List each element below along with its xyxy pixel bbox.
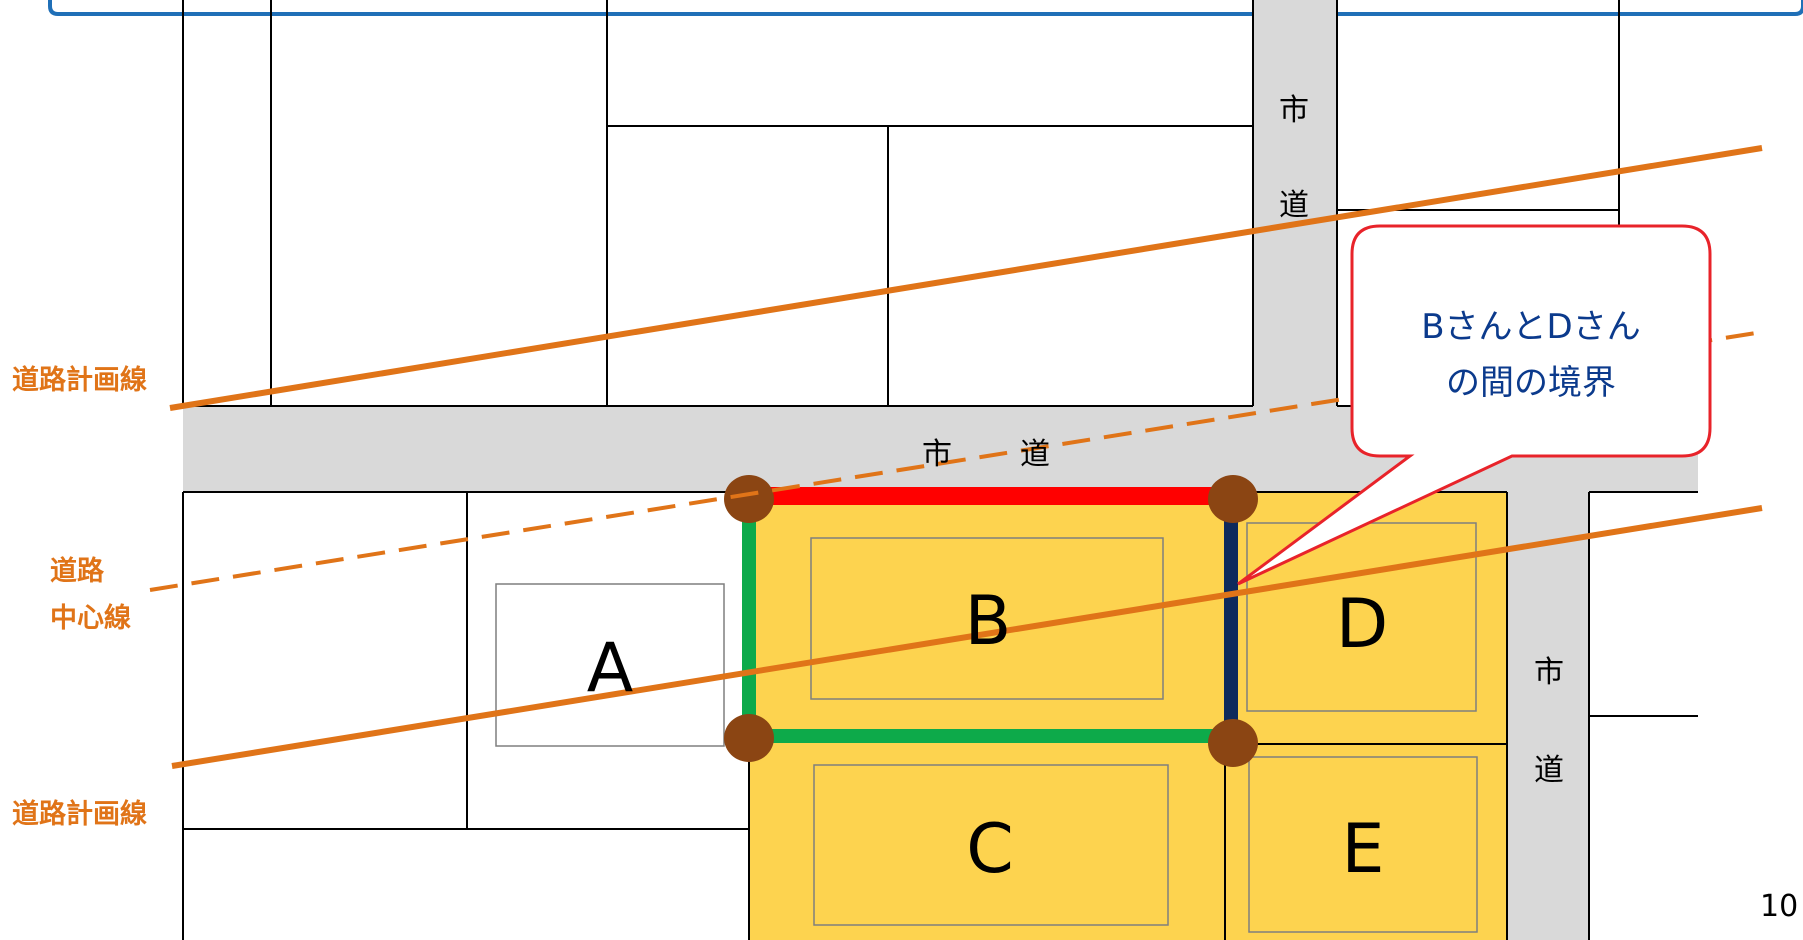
road-label-vertical-right-1: 市 [1534,655,1564,690]
buildings [495,522,1478,933]
road-label-horizontal-2: 道 [1020,437,1050,472]
label-road-plan-line-upper: 道路計画線 [12,364,147,396]
corner-marker [1208,475,1258,523]
road-label-horizontal-1: 市 [922,437,952,472]
road-label-vertical-top-2: 道 [1279,188,1309,223]
top-frame [48,0,1803,16]
page-number: 10 [1760,889,1798,924]
road-label-vertical-top-1: 市 [1279,93,1309,128]
callout-bubble [1237,224,1712,586]
parcel-b-fill [749,492,1233,729]
corner-marker [1208,719,1258,767]
parcel-label-e: E [1342,810,1385,889]
road-plan-line-lower [171,505,1763,769]
label-road-center-line-2: 中心線 [50,602,131,634]
parcel-label-d: D [1336,585,1388,664]
parcel-c-fill [749,729,1225,940]
parcel-label-b: B [965,582,1012,661]
parcel-label-c: C [966,810,1013,889]
callout-line-1: BさんとDさん [1421,307,1641,347]
road-plan-line-upper [169,145,1763,411]
parcel-d-fill [1233,492,1507,744]
label-road-center-line-1: 道路 [50,555,105,587]
corner-marker [724,475,774,523]
parcel-label-a: A [587,629,634,708]
label-road-plan-line-lower: 道路計画線 [12,798,147,830]
road-vertical-right [1507,490,1589,940]
corner-marker [724,714,774,762]
corner-markers [724,475,1258,767]
road-label-vertical-right-2: 道 [1534,753,1564,788]
parcel-e-fill [1225,744,1507,940]
callout-line-2: の間の境界 [1446,363,1616,403]
